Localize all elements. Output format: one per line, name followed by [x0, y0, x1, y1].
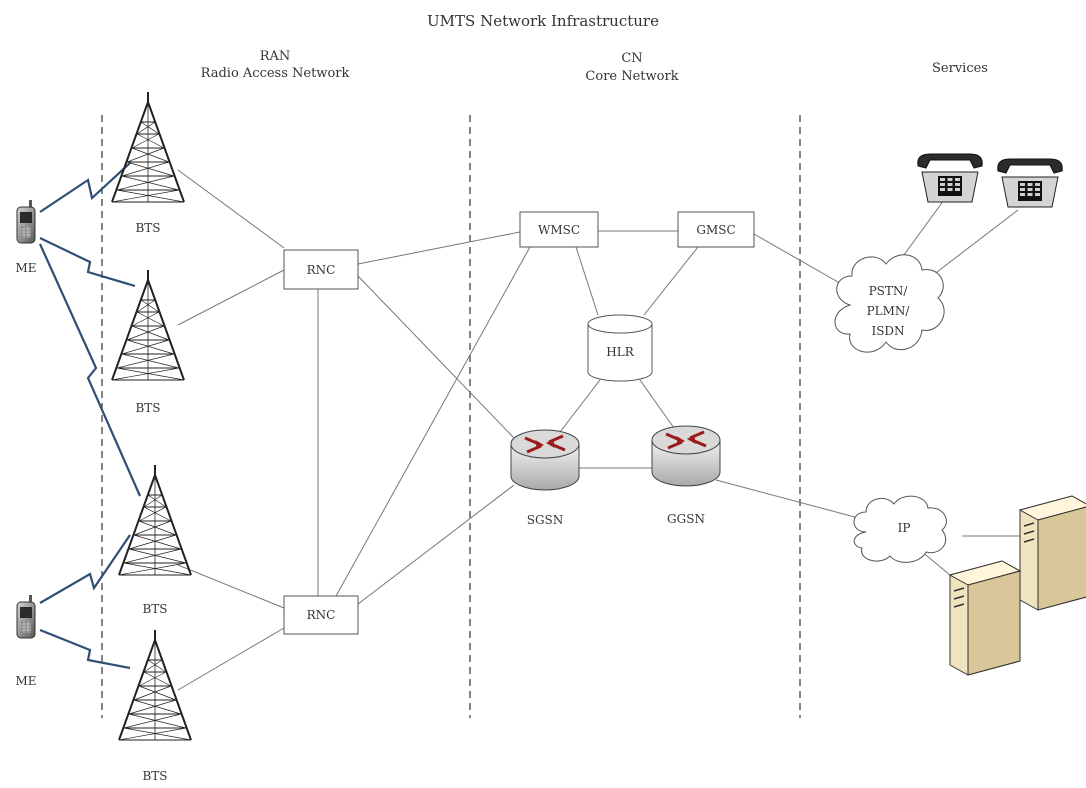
link-hlr-ggsn [639, 379, 675, 429]
cn-section-subtitle: Core Network [585, 69, 678, 84]
hlr-database-top [587, 314, 653, 334]
ip-cloud: IP [853, 495, 947, 563]
link-rnc1-sgsn [357, 275, 515, 439]
wmsc-label: WMSC [538, 223, 580, 237]
bts-label-1: BTS [135, 221, 160, 235]
server-icon [949, 560, 1021, 676]
diagram-title: UMTS Network Infrastructure [427, 12, 659, 30]
pstn-label-line3: ISDN [871, 324, 904, 338]
link-hlr-sgsn [559, 379, 601, 433]
bts-tower-4: BTS [118, 629, 192, 783]
link-bts4-rnc2 [177, 627, 285, 691]
rnc-label-2: RNC [307, 608, 336, 622]
sgsn-label: SGSN [527, 513, 564, 527]
rnc-node-2: RNC [283, 595, 359, 635]
cell-tower-icon [118, 629, 192, 741]
hlr-node: HLR [587, 314, 653, 382]
radio-link-me2-bts3 [39, 534, 131, 604]
rnc-box-1 [283, 249, 359, 290]
wmsc-node: WMSC [519, 211, 599, 248]
gmsc-box [677, 211, 755, 248]
services-section-title: Services [932, 61, 988, 76]
radio-link-me2-bts4 [39, 628, 131, 670]
bts-label-2: BTS [135, 401, 160, 415]
radio-link-me1-bts1 [39, 162, 131, 213]
link-rnc2-sgsn [357, 484, 515, 605]
ip-label: IP [898, 521, 911, 535]
pstn-label-line1: PSTN/ [869, 284, 909, 298]
cn-section-title: CN [621, 51, 642, 66]
cell-tower-icon [118, 464, 192, 576]
link-gmsc-pstn [753, 233, 853, 291]
bts-label-4: BTS [142, 769, 167, 783]
cell-tower-icon [111, 269, 185, 381]
link-bts2-rnc1 [177, 269, 285, 326]
mobile-phone-icon [16, 594, 36, 639]
bts-tower-3: BTS [118, 464, 192, 616]
ggsn-node: GGSN [650, 424, 722, 526]
sgsn-node: SGSN [509, 428, 581, 527]
bts-tower-2: BTS [111, 269, 185, 415]
link-gmsc-hlr [643, 246, 699, 316]
link-rnc1-wmsc [357, 231, 521, 265]
radio-link-me1-bts2 [39, 237, 136, 288]
router-icon [650, 424, 722, 488]
link-rnc2-wmsc [335, 246, 531, 597]
router-icon [509, 428, 581, 492]
wmsc-box [519, 211, 599, 248]
bts-label-3: BTS [142, 602, 167, 616]
rnc-box-2 [283, 595, 359, 635]
link-bts3-rnc2 [177, 564, 285, 609]
mobile-phone-2: ME [15, 594, 37, 688]
rnc-label-1: RNC [307, 263, 336, 277]
server-icon [1019, 495, 1086, 611]
link-bts1-rnc1 [177, 169, 285, 249]
me-label-2: ME [15, 674, 36, 688]
ran-section-title: RAN [260, 49, 291, 64]
cell-tower-icon [111, 91, 185, 203]
pstn-label-line2: PLMN/ [867, 304, 911, 318]
ggsn-label: GGSN [667, 512, 705, 526]
link-wmsc-hlr [575, 246, 599, 316]
cloud-icon [853, 495, 947, 563]
gmsc-node: GMSC [677, 211, 755, 248]
radio-link-me1-bts3 [38, 243, 142, 497]
hlr-database-icon [587, 324, 653, 382]
cloud-icon [834, 254, 945, 353]
rnc-node-1: RNC [283, 249, 359, 290]
bts-tower-1: BTS [111, 91, 185, 235]
me-label-1: ME [15, 261, 36, 275]
desk-phone-icon [917, 153, 983, 203]
gmsc-label: GMSC [696, 223, 735, 237]
mobile-phone-1: ME [15, 199, 37, 275]
hlr-label: HLR [606, 345, 634, 359]
pstn-cloud: PSTN/ PLMN/ ISDN [834, 254, 945, 353]
ran-section-subtitle: Radio Access Network [201, 66, 350, 81]
link-ggsn-ip [715, 479, 867, 521]
mobile-phone-icon [16, 199, 36, 244]
desk-phone-icon [997, 158, 1063, 208]
radio-links [38, 162, 142, 670]
